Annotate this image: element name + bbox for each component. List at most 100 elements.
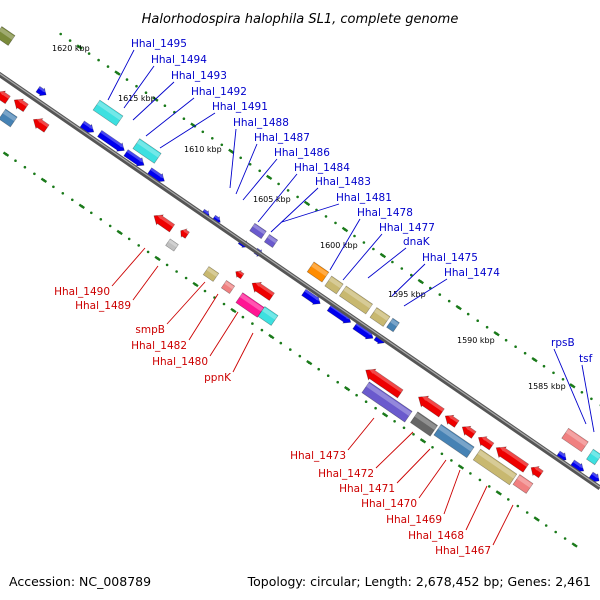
gene-label[interactable]: Hhal_1469 — [386, 514, 442, 526]
gene-label[interactable]: Hhal_1492 — [191, 86, 247, 98]
gene-feature[interactable] — [386, 317, 400, 333]
gene-label[interactable]: Hhal_1488 — [233, 117, 289, 129]
gene-feature[interactable] — [442, 412, 460, 429]
gene-feature[interactable] — [561, 427, 589, 453]
gene-feature[interactable] — [301, 288, 323, 308]
gene-feature[interactable] — [0, 87, 11, 105]
tick-dot — [23, 165, 27, 169]
gene-feature[interactable] — [178, 227, 190, 240]
gene-label[interactable]: Hhal_1489 — [75, 300, 131, 312]
gene-shading — [155, 213, 175, 228]
gene-feature[interactable] — [362, 365, 404, 400]
gene-label[interactable]: Hhal_1494 — [151, 54, 207, 66]
gene-feature[interactable] — [220, 280, 236, 294]
tick-dot — [144, 91, 148, 94]
gene-feature[interactable] — [528, 463, 544, 479]
gene-shape — [257, 306, 279, 326]
gene-feature[interactable] — [233, 268, 245, 280]
gene-feature[interactable] — [11, 95, 29, 113]
gene-feature[interactable] — [586, 448, 600, 466]
gene-feature[interactable] — [132, 138, 162, 164]
tick-dot — [525, 511, 529, 514]
gene-feature[interactable] — [433, 423, 475, 459]
gene-label[interactable]: Hhal_1484 — [294, 162, 350, 174]
gene-feature[interactable] — [97, 129, 127, 154]
gene-shape — [0, 90, 11, 105]
backbone-highlight — [0, 73, 600, 488]
tick-mark — [40, 177, 48, 183]
gene-feature[interactable] — [249, 222, 267, 240]
tick-dot — [286, 189, 290, 192]
gene-shading — [0, 89, 11, 99]
gene-feature[interactable] — [324, 275, 344, 295]
gene-feature[interactable] — [0, 108, 18, 128]
gene-label[interactable]: Hhal_1471 — [339, 483, 395, 495]
gene-shading — [558, 451, 568, 458]
tick-dot — [431, 446, 434, 449]
gene-label[interactable]: Hhal_1475 — [422, 252, 478, 264]
gene-label[interactable]: Hhal_1472 — [318, 468, 374, 480]
gene-label[interactable]: Hhal_1480 — [152, 356, 208, 368]
gene-shading — [96, 100, 123, 121]
gene-shading — [446, 413, 460, 423]
gene-label[interactable]: Hhal_1490 — [54, 286, 110, 298]
gene-feature[interactable] — [257, 306, 279, 326]
gene-label[interactable]: Hhal_1482 — [131, 340, 187, 352]
gene-label[interactable]: Hhal_1486 — [274, 147, 330, 159]
gene-feature[interactable] — [123, 149, 147, 170]
gene-feature[interactable] — [338, 285, 374, 315]
gene-label[interactable]: smpB — [135, 324, 165, 336]
gene-feature[interactable] — [306, 261, 330, 283]
gene-feature[interactable] — [472, 448, 518, 486]
gene-feature[interactable] — [369, 307, 391, 327]
gene-feature[interactable] — [92, 99, 124, 127]
gene-feature[interactable] — [512, 474, 534, 494]
tick-mark — [455, 304, 462, 311]
gene-feature[interactable] — [151, 211, 176, 233]
gene-label[interactable]: Hhal_1478 — [357, 207, 413, 219]
gene-feature[interactable] — [475, 433, 495, 451]
gene-label[interactable]: Hhal_1473 — [290, 450, 346, 462]
gene-feature[interactable] — [459, 423, 477, 440]
gene-feature[interactable] — [249, 278, 276, 301]
leader-line — [443, 469, 461, 515]
tick-dot — [59, 32, 62, 36]
gene-feature[interactable] — [410, 411, 438, 437]
gene-label[interactable]: Hhal_1493 — [171, 70, 227, 82]
gene-feature[interactable] — [263, 234, 279, 248]
gene-label[interactable]: Hhal_1474 — [444, 267, 500, 279]
gene-feature[interactable] — [415, 392, 445, 419]
gene-label[interactable]: Hhal_1491 — [212, 101, 268, 113]
gene-label[interactable]: Hhal_1487 — [254, 132, 310, 144]
gene-feature[interactable] — [202, 266, 220, 282]
gene-label[interactable]: dnaK — [403, 236, 431, 248]
leader-line — [229, 128, 237, 189]
gene-feature[interactable] — [0, 26, 16, 46]
gene-label[interactable]: Hhal_1467 — [435, 545, 491, 557]
genome-backbone — [0, 71, 600, 491]
gene-feature[interactable] — [492, 442, 530, 473]
tick-dot — [201, 130, 205, 134]
tick-mark — [457, 464, 465, 470]
gene-label[interactable]: Hhal_1481 — [336, 192, 392, 204]
gene-feature[interactable] — [35, 85, 48, 98]
gene-feature[interactable] — [361, 381, 413, 423]
gene-feature[interactable] — [235, 292, 265, 318]
gene-feature[interactable] — [30, 115, 50, 134]
leader-line — [367, 247, 407, 279]
gene-label[interactable]: rpsB — [551, 337, 575, 349]
gene-label[interactable]: Hhal_1495 — [131, 38, 187, 50]
gene-label[interactable]: Hhal_1477 — [379, 222, 435, 234]
tick-dot — [561, 378, 565, 381]
gene-shading — [367, 367, 404, 393]
tick-dot — [163, 104, 167, 107]
gene-feature[interactable] — [165, 238, 179, 252]
leader-line — [188, 293, 219, 341]
gene-label[interactable]: ppnK — [204, 372, 232, 384]
gene-label[interactable]: tsf — [579, 353, 593, 365]
gene-label[interactable]: Hhal_1483 — [315, 176, 371, 188]
gene-labels: Hhal_1495Hhal_1494Hhal_1493Hhal_1492Hhal… — [54, 38, 592, 557]
gene-label[interactable]: Hhal_1470 — [361, 498, 417, 510]
gene-label[interactable]: Hhal_1468 — [408, 530, 464, 542]
